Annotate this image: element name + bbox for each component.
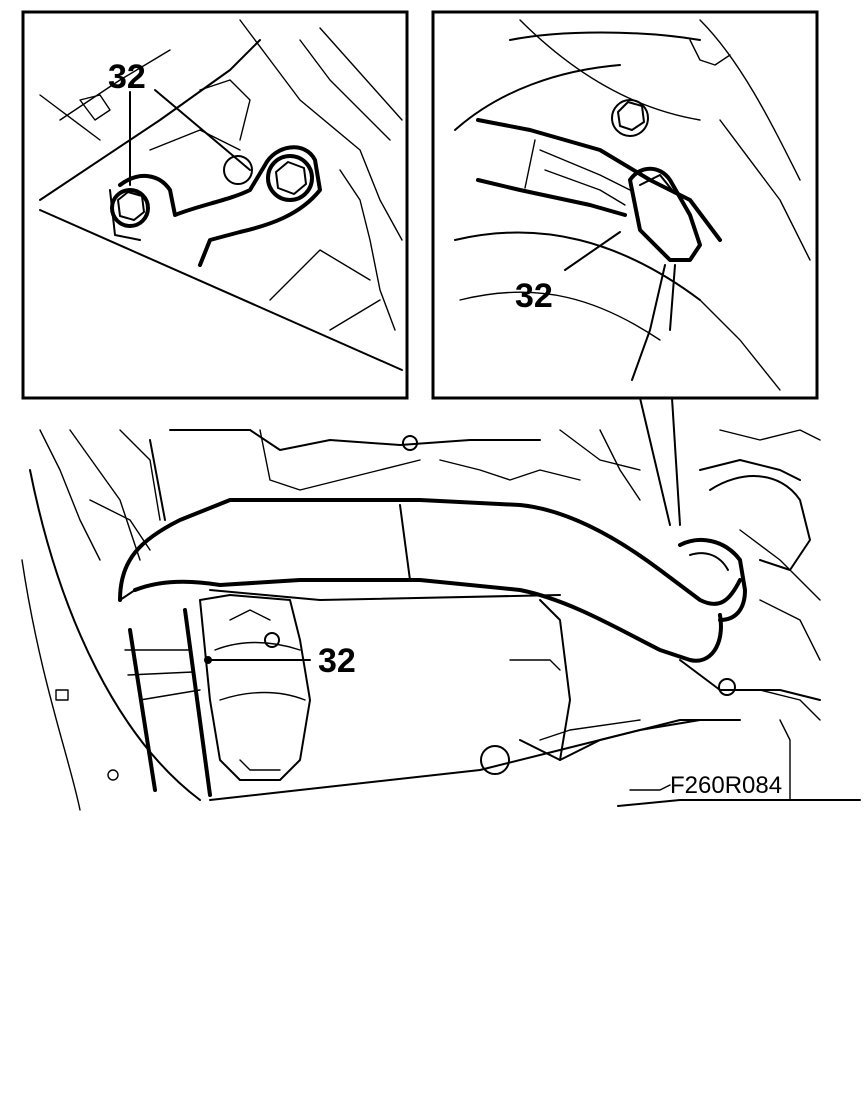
inset-right-callout: 32 bbox=[515, 277, 553, 315]
main-view: 32 F260R084 bbox=[21, 429, 861, 811]
figure-id: F260R084 bbox=[670, 772, 782, 799]
inset-left: 32 bbox=[21, 10, 409, 400]
inset-connector-line bbox=[639, 397, 671, 526]
main-view-linework bbox=[21, 429, 861, 811]
inset-left-frame bbox=[21, 10, 409, 400]
inset-connector-line-2 bbox=[671, 397, 681, 526]
inset-left-linework bbox=[39, 19, 403, 371]
inset-right: 32 bbox=[431, 10, 819, 400]
inset-right-linework bbox=[454, 19, 811, 391]
callout-dot bbox=[204, 656, 212, 664]
main-callout: 32 bbox=[318, 642, 356, 680]
inset-left-callout: 32 bbox=[108, 58, 146, 96]
